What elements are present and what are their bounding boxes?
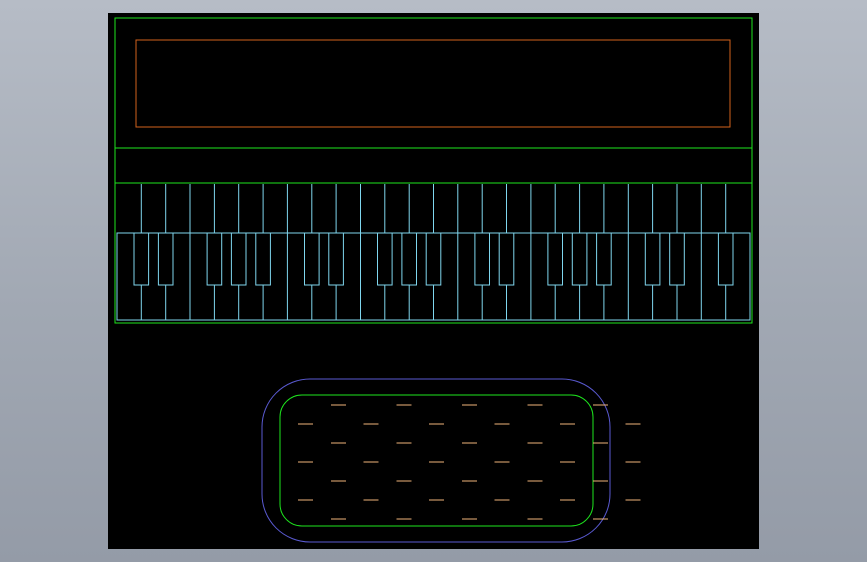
black-keys bbox=[133, 232, 734, 286]
black-key bbox=[230, 232, 247, 286]
keyboard bbox=[116, 184, 751, 321]
black-key bbox=[401, 232, 417, 286]
black-key bbox=[328, 232, 344, 286]
black-key bbox=[425, 232, 442, 286]
piano-body bbox=[114, 17, 753, 324]
black-key bbox=[157, 232, 174, 286]
black-key bbox=[547, 232, 564, 286]
black-key bbox=[669, 232, 685, 286]
black-key bbox=[377, 232, 393, 286]
piano-bench bbox=[261, 378, 641, 543]
black-key bbox=[596, 232, 612, 286]
display-panel bbox=[135, 39, 731, 128]
black-key bbox=[133, 232, 150, 286]
black-key bbox=[644, 232, 661, 286]
black-key bbox=[474, 232, 490, 286]
black-key bbox=[571, 232, 588, 286]
black-key bbox=[304, 232, 320, 286]
black-key bbox=[498, 232, 515, 286]
bench-outer-outline bbox=[261, 378, 611, 543]
bench-tufting-marks bbox=[298, 404, 641, 520]
black-key bbox=[717, 232, 734, 286]
cabinet-outline bbox=[114, 17, 753, 324]
black-key bbox=[255, 232, 271, 286]
black-key bbox=[206, 232, 223, 286]
bench-cushion-outline bbox=[279, 394, 594, 527]
